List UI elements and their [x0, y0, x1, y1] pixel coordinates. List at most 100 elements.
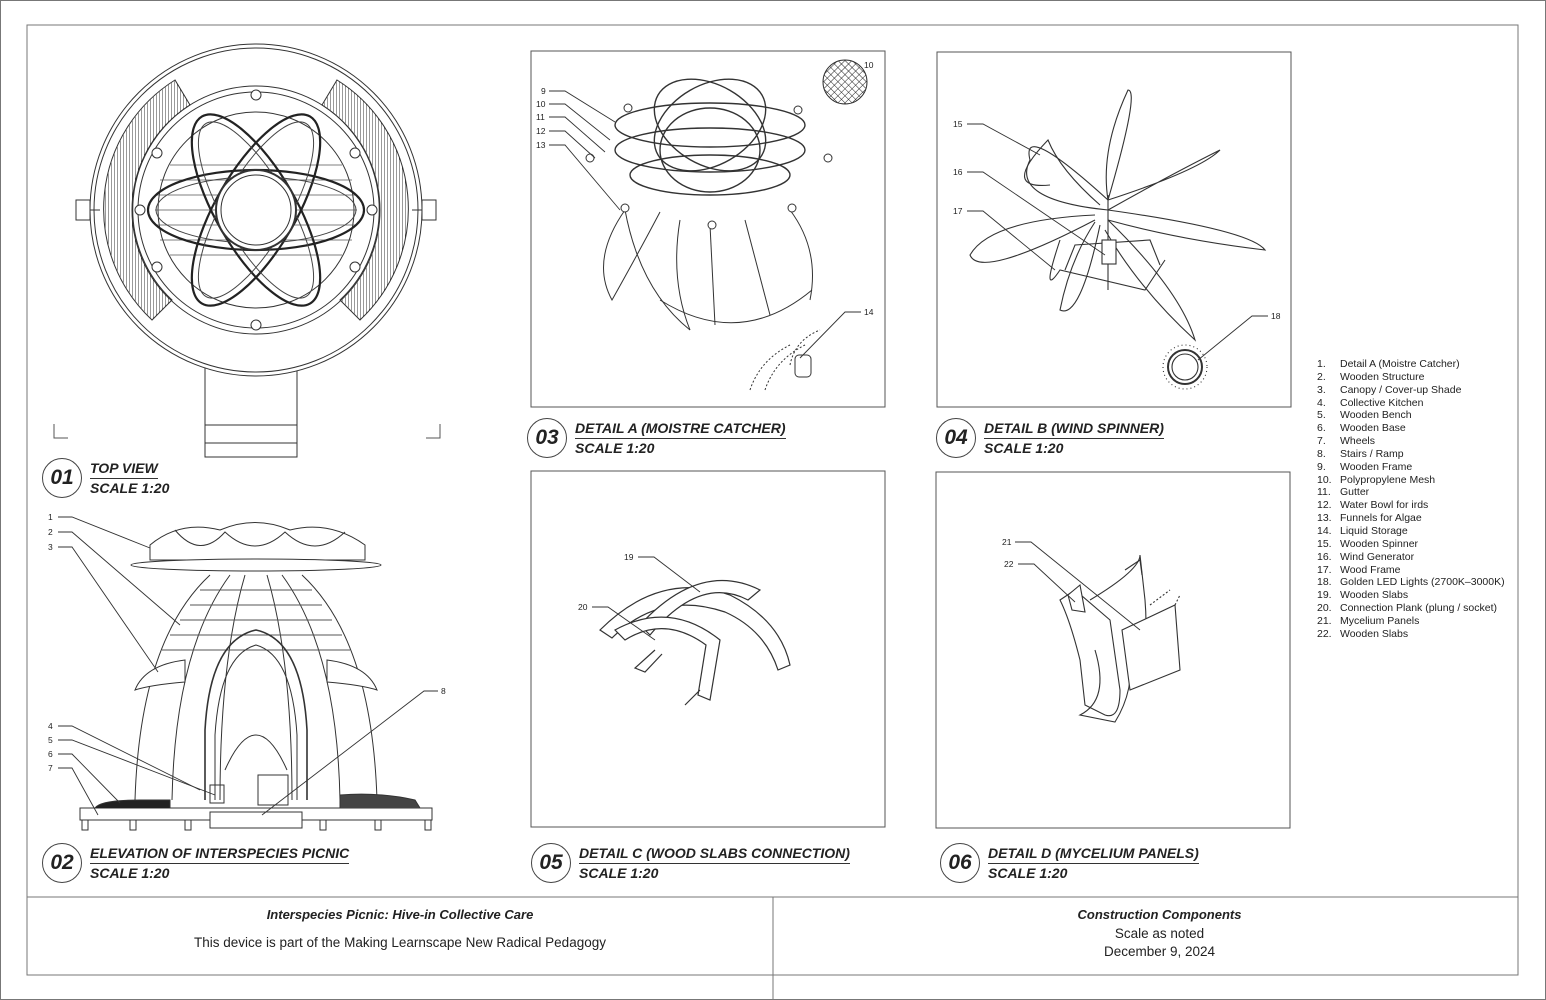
view-number: 05	[531, 843, 571, 883]
view-title: DETAIL B (WIND SPINNER)	[984, 419, 1164, 439]
legend-item: 9. Wooden Frame	[1317, 461, 1505, 474]
callout-4: 4	[48, 721, 53, 731]
footer-left: Interspecies Picnic: Hive-in Collective …	[27, 906, 773, 950]
callout-22: 22	[1004, 559, 1014, 569]
legend-item: 21. Mycelium Panels	[1317, 615, 1505, 628]
callout-20: 20	[578, 602, 588, 612]
view-scale: SCALE 1:20	[579, 865, 659, 881]
top-view-drawing	[75, 43, 437, 458]
view-label-02: 02 ELEVATION OF INTERSPECIES PICNIC SCAL…	[42, 843, 350, 883]
legend-number: 6.	[1317, 422, 1326, 435]
legend-number: 22.	[1317, 627, 1332, 640]
legend-number: 8.	[1317, 447, 1326, 460]
detail-c-drawing	[599, 579, 791, 706]
legend-item: 1.Detail A (Moistre Catcher)	[1317, 358, 1505, 371]
callout-7: 7	[48, 763, 53, 773]
view-scale: SCALE 1:20	[90, 865, 170, 881]
legend-text: Polypropylene Mesh	[1340, 473, 1436, 486]
legend-text: Wooden Base	[1340, 422, 1406, 435]
callout-5: 5	[48, 735, 53, 745]
callout-10: 10	[536, 99, 546, 109]
legend-text: Wooden Frame	[1340, 460, 1413, 473]
view-scale: SCALE 1:20	[90, 480, 170, 496]
legend-item: 19. Wooden Slabs	[1317, 589, 1505, 602]
legend-number: 2.	[1317, 370, 1326, 383]
legend-item: 3.Canopy / Cover-up Shade	[1317, 384, 1505, 397]
view-label-04: 04 DETAIL B (WIND SPINNER) SCALE 1:20	[936, 418, 1164, 458]
view-number: 02	[42, 843, 82, 883]
legend-text: Wood Frame	[1340, 563, 1401, 576]
legend-text: Wooden Structure	[1340, 370, 1425, 383]
scale-note: Scale as noted	[1114, 926, 1205, 941]
legend-item: 12. Water Bowl for irds	[1317, 499, 1505, 512]
legend-item: 7.Wheels	[1317, 435, 1505, 448]
legend-item: 22. Wooden Slabs	[1317, 628, 1505, 641]
mesh-sample	[822, 59, 868, 105]
callout-1: 1	[48, 512, 53, 522]
view-number: 03	[527, 418, 567, 458]
footer-right: Construction Components Scale as noted D…	[773, 906, 1546, 961]
legend-number: 3.	[1317, 383, 1326, 396]
detail-d-drawing	[1059, 554, 1181, 723]
callout-17: 17	[953, 206, 963, 216]
legend-text: Water Bowl for irds	[1340, 499, 1429, 512]
callout-3: 3	[48, 542, 53, 552]
legend-number: 11.	[1317, 486, 1331, 499]
legend-number: 1.	[1317, 358, 1326, 370]
view-title: DETAIL A (MOISTRE CATCHER)	[575, 419, 786, 439]
project-title: Interspecies Picnic: Hive-in Collective …	[266, 907, 534, 922]
legend-item: 20. Connection Plank (plung / socket)	[1317, 602, 1505, 615]
callout-14: 14	[864, 307, 874, 317]
legend-number: 18.	[1317, 576, 1332, 589]
detail-a-frame	[530, 50, 886, 408]
legend-number: 16.	[1317, 550, 1332, 563]
callout-16: 16	[953, 167, 963, 177]
legend-number: 21.	[1317, 614, 1332, 627]
legend-text: Wooden Slabs	[1340, 627, 1409, 640]
callout-9: 9	[541, 86, 546, 96]
legend-text: Wooden Bench	[1340, 409, 1412, 422]
callout-15: 15	[953, 119, 963, 129]
legend-item: 11. Gutter	[1317, 486, 1505, 499]
legend-item: 4.Collective Kitchen	[1317, 397, 1505, 410]
legend-item: 2. Wooden Structure	[1317, 371, 1505, 384]
legend-number: 5.	[1317, 409, 1326, 422]
legend-item: 17.Wood Frame	[1317, 564, 1505, 577]
sheet-title: Construction Components	[1077, 907, 1242, 922]
view-scale: SCALE 1:20	[988, 865, 1068, 881]
legend-number: 14.	[1317, 524, 1332, 537]
detail-c-frame	[530, 470, 886, 828]
view-title: DETAIL D (MYCELIUM PANELS)	[988, 844, 1199, 864]
project-note: This device is part of the Making Learns…	[194, 935, 606, 950]
callout-2: 2	[48, 527, 53, 537]
legend-item: 15.Wooden Spinner	[1317, 538, 1505, 551]
legend-text: Wooden Slabs	[1340, 589, 1409, 602]
component-legend: 1.Detail A (Moistre Catcher)2. Wooden Str…	[1317, 358, 1505, 641]
view-label-06: 06 DETAIL D (MYCELIUM PANELS) SCALE 1:20	[940, 843, 1199, 883]
view-title: TOP VIEW	[90, 459, 158, 479]
legend-text: Mycelium Panels	[1340, 614, 1420, 627]
legend-number: 9.	[1317, 460, 1326, 473]
legend-text: Gutter	[1340, 486, 1370, 499]
elevation-drawing	[79, 522, 433, 831]
legend-number: 7.	[1317, 435, 1326, 448]
view-label-01: 01 TOP VIEW SCALE 1:20	[42, 458, 169, 498]
view-number: 04	[936, 418, 976, 458]
legend-item: 6. Wooden Base	[1317, 422, 1505, 435]
legend-number: 13.	[1317, 512, 1332, 525]
view-label-05: 05 DETAIL C (WOOD SLABS CONNECTION) SCAL…	[531, 843, 850, 883]
legend-text: Wooden Spinner	[1340, 537, 1419, 550]
legend-text: Connection Plank (plung / socket)	[1340, 602, 1498, 615]
legend-number: 12.	[1317, 499, 1332, 512]
view-title: DETAIL C (WOOD SLABS CONNECTION)	[579, 844, 850, 864]
legend-item: 8.Stairs / Ramp	[1317, 448, 1505, 461]
view-label-03: 03 DETAIL A (MOISTRE CATCHER) SCALE 1:20	[527, 418, 786, 458]
legend-number: 19.	[1317, 589, 1332, 602]
legend-number: 20.	[1317, 602, 1332, 615]
callout-10b: 10	[864, 60, 874, 70]
legend-text: Funnels for Algae	[1340, 512, 1422, 525]
callout-21: 21	[1002, 537, 1012, 547]
view-number: 01	[42, 458, 82, 498]
legend-text: Collective Kitchen	[1340, 396, 1424, 409]
legend-text: Wind Generator	[1340, 550, 1415, 563]
